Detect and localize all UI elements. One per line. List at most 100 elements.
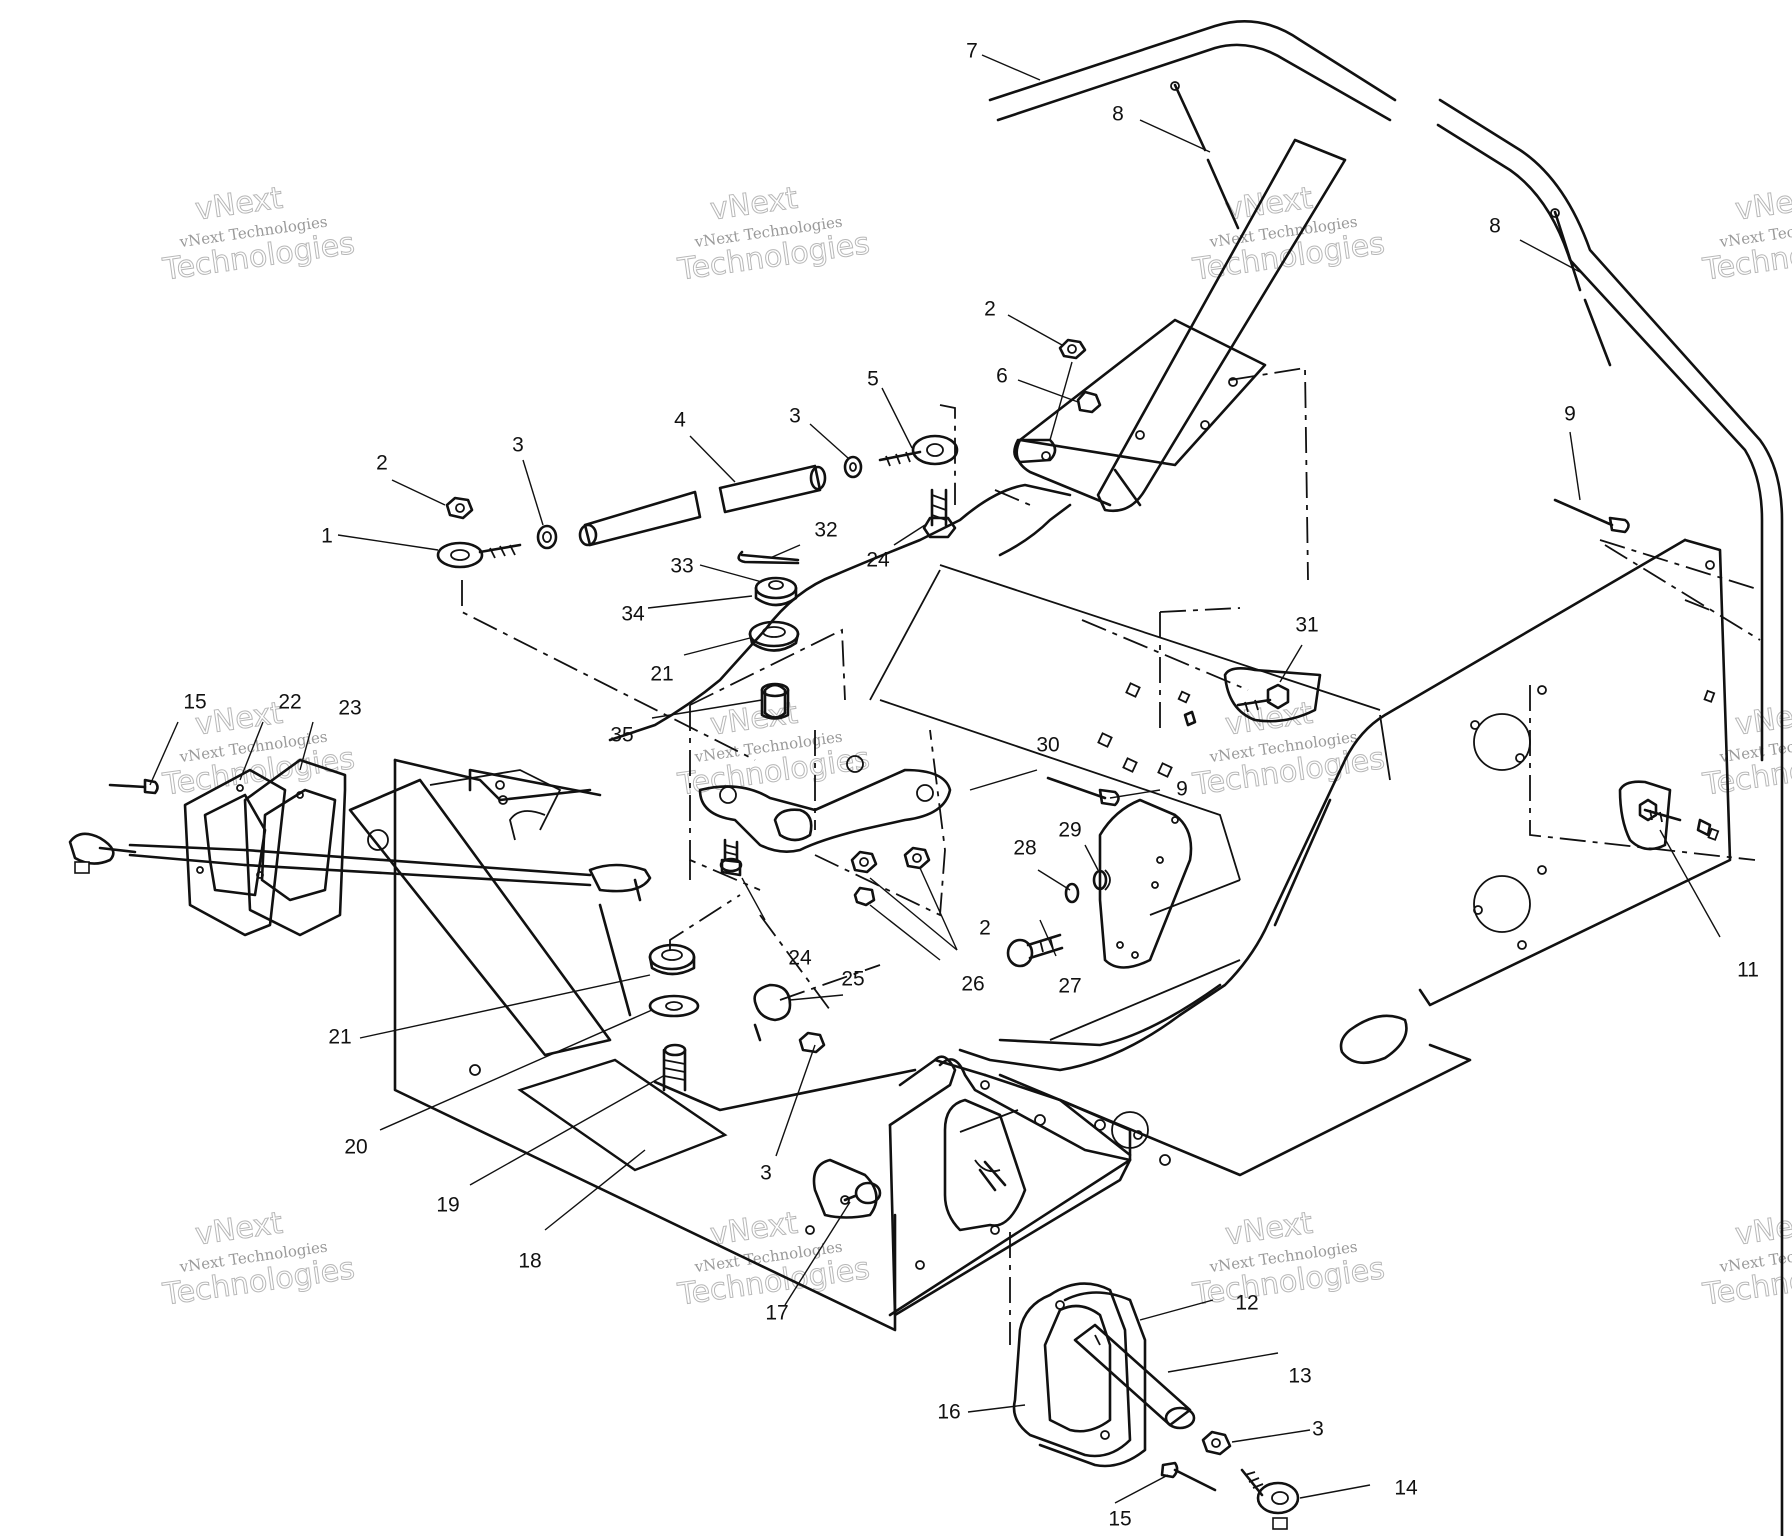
cable-tie: [1550, 208, 1612, 367]
cable-tie: [1170, 81, 1240, 230]
watermark: vNext vNext Technologies Technologies: [675, 1205, 873, 1313]
bolt: [922, 488, 957, 539]
nut: [1076, 390, 1102, 414]
nut: [903, 846, 931, 870]
hole: [1200, 420, 1210, 430]
callout-number: 7: [966, 40, 978, 63]
watermark: vNext vNext Technologies Technologies: [675, 180, 873, 288]
anchor-tab: [1183, 710, 1197, 727]
square-ref-marker: [1272, 1517, 1288, 1530]
callout-number: 8: [1112, 103, 1124, 126]
watermark-text: vNext: [1733, 181, 1792, 228]
callout-labels: 7 8 8 2 6 9 5 3 4 3 2 1 32 33 24 34 31 2…: [183, 40, 1759, 1531]
callout-number: 22: [278, 691, 301, 714]
eye-bolt: [1240, 1468, 1300, 1530]
bushing: [748, 620, 800, 652]
washer: [648, 994, 700, 1018]
callout-number: 3: [789, 405, 801, 428]
hole: [1135, 430, 1145, 440]
callout-number: 24: [866, 549, 890, 572]
rod-end-right: [878, 434, 959, 467]
seal-plate: [1012, 1282, 1132, 1458]
callout-number: 11: [1737, 959, 1759, 982]
callout-number: 30: [1036, 734, 1059, 757]
main-chassis: [393, 483, 1732, 1332]
watermark: vNext vNext Technologies Technologies: [160, 180, 358, 288]
castle-nut: [754, 576, 798, 607]
callout-number: 9: [1176, 778, 1188, 801]
callout-number: 23: [338, 697, 361, 720]
mounting-plate: [243, 758, 347, 937]
bolt: [1006, 933, 1064, 968]
washer: [536, 524, 558, 550]
callout-number: 3: [760, 1162, 772, 1185]
nut: [798, 1031, 826, 1054]
callout-number: 2: [376, 452, 388, 475]
tie-head: [1550, 208, 1560, 218]
rod-end-left: [436, 541, 522, 569]
callout-number: 35: [610, 724, 633, 747]
slot-hole: [1339, 1014, 1408, 1065]
callout-number: 13: [1288, 1365, 1311, 1388]
steering-link-arm: [348, 778, 728, 1172]
watermark: vNext vNext Technologies Technologies: [1700, 180, 1792, 288]
callout-number: 24: [788, 947, 812, 970]
shaft: [1073, 1323, 1196, 1430]
callout-number: 33: [670, 555, 693, 578]
clamp-plate: [1618, 780, 1682, 851]
callout-number: 26: [961, 973, 984, 996]
callout-number: 15: [1108, 1508, 1131, 1531]
anchor-tab: [1696, 818, 1712, 837]
callout-number: 5: [867, 368, 879, 391]
nut: [1058, 338, 1087, 360]
panel-hole: [1473, 875, 1531, 933]
callout-number: 8: [1489, 215, 1501, 238]
seal-plate: [1038, 1291, 1147, 1468]
cotter-pin: [737, 550, 800, 565]
tie-head: [1170, 81, 1180, 91]
upper-frame-bar: [988, 20, 1784, 1536]
eye-bolt-bracket: [812, 1158, 882, 1219]
sleeve-tube: [578, 464, 827, 547]
rod-end: [753, 983, 792, 1042]
callout-number: 6: [996, 365, 1008, 388]
leader-lines: [149, 54, 1721, 1504]
callout-number: 27: [1058, 975, 1081, 998]
washer: [843, 455, 863, 479]
callout-number: 3: [1312, 1418, 1324, 1441]
callout-number: 29: [1058, 819, 1081, 842]
callout-number: 1: [321, 525, 333, 548]
rivet: [1046, 776, 1120, 807]
callout-number: 21: [328, 1026, 351, 1049]
assembly-guide-lines: [461, 366, 1761, 1345]
nut: [1201, 1430, 1232, 1456]
hole: [1228, 377, 1238, 387]
bracket-plate: [1013, 438, 1057, 464]
mounting-plate: [183, 768, 287, 937]
watermark: vNext vNext Technologies Technologies: [1190, 1205, 1388, 1313]
callout-number: 18: [518, 1250, 541, 1273]
callout-number: 31: [1295, 614, 1318, 637]
watermark: vNext vNext Technologies Technologies: [160, 1205, 358, 1313]
watermark: vNext vNext Technologies Technologies: [675, 695, 873, 803]
callout-number: 21: [650, 663, 673, 686]
bushing: [648, 943, 696, 976]
watermark: vNext vNext Technologies Technologies: [1700, 1205, 1792, 1313]
callout-number: 32: [814, 519, 837, 542]
callout-number: 3: [512, 434, 524, 457]
nut: [850, 850, 878, 874]
clamp-plate: [1223, 667, 1322, 723]
callout-number: 15: [183, 691, 206, 714]
tie-rod-left: [68, 832, 652, 902]
rivet: [1160, 1461, 1217, 1492]
callout-number: 28: [1013, 837, 1036, 860]
callout-number: 4: [674, 409, 686, 432]
watermark: vNext vNext Technologies Technologies: [1700, 695, 1792, 803]
square-ref-marker: [74, 861, 90, 874]
callout-number: 34: [621, 603, 645, 626]
nut: [853, 886, 876, 907]
washer: [1064, 882, 1080, 904]
callout-number: 9: [1564, 403, 1576, 426]
callout-number: 17: [765, 1302, 788, 1325]
